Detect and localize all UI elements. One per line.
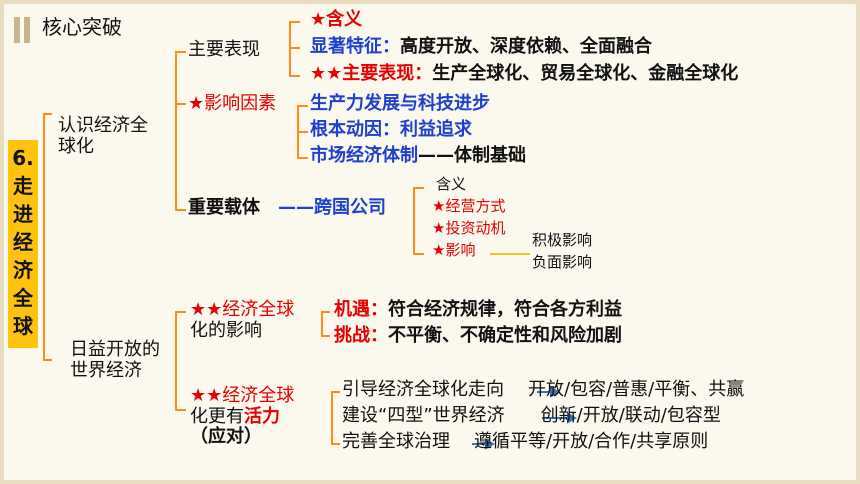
- factors-label: ★影响因素: [188, 93, 277, 114]
- company-impact: ★影响: [432, 241, 476, 259]
- carrier-label: 重要载体: [188, 197, 260, 218]
- impact-negative: 负面影响: [532, 253, 593, 271]
- globalization-impact-label: ★★经济全球 化的影响: [190, 299, 295, 341]
- guide-item: 引导经济全球化走向开放/包容/普惠/平衡、共赢: [342, 379, 745, 400]
- header-bar-right: [24, 17, 30, 43]
- factor-market: 市场经济体制——体制基础: [310, 145, 526, 166]
- main-performance-label: 主要表现: [188, 39, 260, 60]
- root-node: 6. 走 进 经 济 全 球: [8, 140, 38, 348]
- root-bracket: [43, 113, 52, 361]
- opportunity-item: 机遇：符合经济规律，符合各方利益: [334, 299, 622, 320]
- branch1-bracket: [175, 51, 186, 211]
- root-line: 济: [13, 258, 33, 282]
- feature-item: 显著特征：高度开放、深度依赖、全面融合: [310, 36, 652, 57]
- factor-motive: 根本动因：利益追求: [310, 119, 472, 140]
- company-operation: ★经营方式: [432, 197, 506, 215]
- root-line: 球: [13, 314, 33, 338]
- header-bar-left: [14, 17, 20, 43]
- company-bracket: [413, 187, 424, 255]
- carrier-value: ——跨国公司: [278, 197, 386, 218]
- vitality-label: ★★经济全球 化更有活力 （应对）: [190, 385, 295, 448]
- govern-item: 完善全球治理遵循平等/开放/合作/共享原则: [342, 431, 709, 452]
- branch2-bracket: [175, 311, 186, 411]
- root-line: 经: [13, 230, 33, 254]
- performance-item: ★★主要表现：生产全球化、贸易全球化、金融全球化: [310, 63, 739, 84]
- root-line: 全: [13, 286, 33, 310]
- impact-bracket: [321, 311, 330, 337]
- challenge-item: 挑战：不平衡、不确定性和风险加剧: [334, 325, 622, 346]
- company-motive: ★投资动机: [432, 219, 506, 237]
- build-item: 建设“四型”世界经济创新/开放/联动/包容型: [342, 405, 721, 426]
- meaning-item: ★含义: [310, 9, 363, 30]
- branch1-label: 认识经济全 球化: [58, 115, 148, 157]
- factor-productivity: 生产力发展与科技进步: [310, 93, 490, 114]
- section-title: 核心突破: [42, 15, 122, 39]
- root-line: 进: [13, 202, 33, 226]
- impact-positive: 积极影响: [532, 231, 593, 249]
- root-line: 6.: [12, 146, 34, 170]
- branch2-label: 日益开放的 世界经济: [70, 339, 160, 381]
- company-meaning: 含义: [436, 175, 467, 193]
- vitality-bracket: [331, 391, 340, 445]
- root-line: 走: [13, 174, 33, 198]
